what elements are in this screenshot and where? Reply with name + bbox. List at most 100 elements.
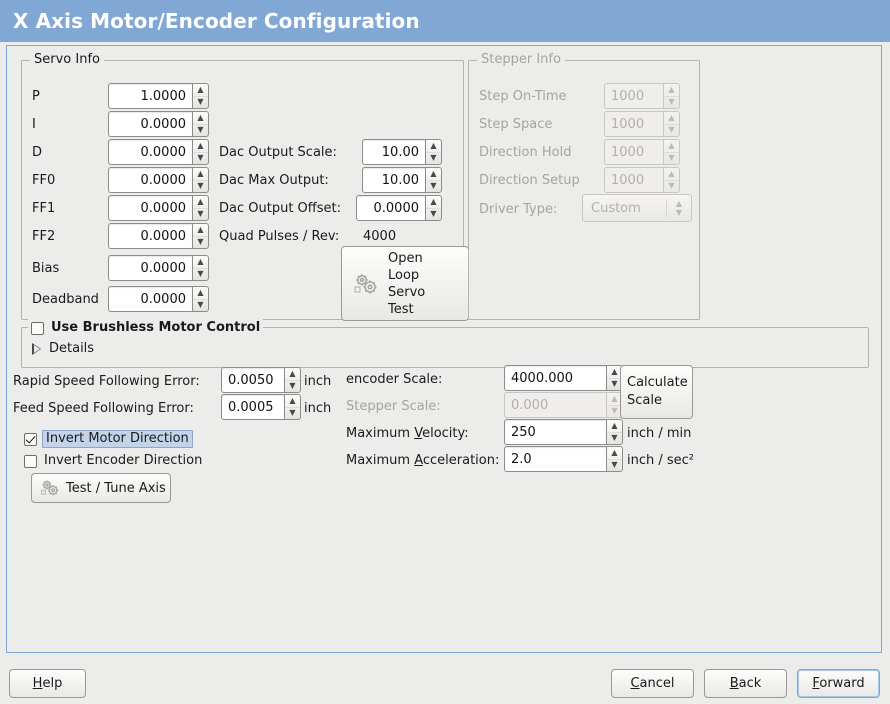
- servo-i-stepper[interactable]: ▲▼: [192, 111, 209, 137]
- spin-down-icon: ▼: [664, 123, 679, 137]
- spin-down-icon[interactable]: ▼: [426, 151, 441, 165]
- spin-down-icon[interactable]: ▼: [607, 458, 622, 472]
- encoder-scale-spinbutton[interactable]: 4000.000 ▲▼: [504, 365, 623, 391]
- dac-max-output-entry[interactable]: 10.00: [362, 167, 425, 193]
- servo-bias-entry[interactable]: 0.0000: [108, 255, 192, 281]
- servo-p-entry[interactable]: 1.0000: [108, 83, 192, 109]
- cancel-button[interactable]: Cancel: [611, 669, 694, 698]
- dac-output-scale-entry[interactable]: 10.00: [362, 139, 425, 165]
- servo-deadband-entry[interactable]: 0.0000: [108, 286, 192, 312]
- feed-speed-following-error-spinbutton[interactable]: 0.0005 ▲▼: [221, 394, 301, 420]
- feed-speed-stepper[interactable]: ▲▼: [284, 394, 301, 420]
- dac-max-output-spinbutton[interactable]: 10.00 ▲▼: [362, 167, 442, 193]
- gears-icon: [39, 478, 61, 498]
- spin-down-icon[interactable]: ▼: [193, 207, 208, 221]
- spin-up-icon[interactable]: ▲: [197, 168, 204, 178]
- open-loop-servo-test-button[interactable]: Open Loop Servo Test: [341, 246, 469, 321]
- spin-down-icon[interactable]: ▼: [193, 298, 208, 312]
- servo-ff2-stepper[interactable]: ▲▼: [192, 223, 209, 249]
- stepper-scale-stepper: ▲▼: [606, 392, 623, 418]
- invert-motor-direction-checkbox[interactable]: Invert Motor Direction: [24, 430, 193, 448]
- rapid-speed-following-error-entry[interactable]: 0.0050: [221, 367, 284, 393]
- spin-down-icon[interactable]: ▼: [193, 95, 208, 109]
- maximum-acceleration-stepper[interactable]: ▲▼: [606, 446, 623, 472]
- forward-button[interactable]: Forward: [797, 669, 880, 698]
- spin-up-icon[interactable]: ▲: [197, 112, 204, 122]
- spin-up-icon[interactable]: ▲: [611, 366, 618, 376]
- servo-d-entry[interactable]: 0.0000: [108, 139, 192, 165]
- spin-down-icon[interactable]: ▼: [193, 151, 208, 165]
- servo-p-stepper[interactable]: ▲▼: [192, 83, 209, 109]
- servo-d-stepper[interactable]: ▲▼: [192, 139, 209, 165]
- spin-up-icon[interactable]: ▲: [197, 196, 204, 206]
- servo-ff1-spinbutton[interactable]: 0.0000 ▲▼: [108, 195, 209, 221]
- spin-down-icon[interactable]: ▼: [426, 207, 441, 221]
- spin-down-icon[interactable]: ▼: [285, 406, 300, 420]
- spin-up-icon[interactable]: ▲: [197, 140, 204, 150]
- spin-down-icon[interactable]: ▼: [193, 179, 208, 193]
- spin-down-icon[interactable]: ▼: [193, 235, 208, 249]
- spin-up-icon[interactable]: ▲: [430, 196, 437, 206]
- spin-up-icon[interactable]: ▲: [430, 168, 437, 178]
- servo-p-spinbutton[interactable]: 1.0000 ▲▼: [108, 83, 209, 109]
- test-tune-axis-button[interactable]: Test / Tune Axis: [31, 473, 171, 503]
- help-button[interactable]: Help: [9, 669, 86, 698]
- servo-ff0-stepper[interactable]: ▲▼: [192, 167, 209, 193]
- use-brushless-motor-control-checkbox[interactable]: Use Brushless Motor Control: [31, 319, 260, 337]
- use-brushless-motor-control-label: Use Brushless Motor Control: [51, 320, 261, 335]
- maximum-velocity-entry[interactable]: 250: [504, 419, 606, 445]
- spin-up-icon[interactable]: ▲: [197, 84, 204, 94]
- encoder-scale-stepper[interactable]: ▲▼: [606, 365, 623, 391]
- spin-down-icon[interactable]: ▼: [607, 431, 622, 445]
- chevron-right-icon[interactable]: [32, 342, 41, 355]
- invert-encoder-direction-checkbox[interactable]: Invert Encoder Direction: [24, 452, 202, 470]
- rapid-speed-following-error-spinbutton[interactable]: 0.0050 ▲▼: [221, 367, 301, 393]
- spin-down-icon[interactable]: ▼: [426, 179, 441, 193]
- dac-max-output-stepper[interactable]: ▲▼: [425, 167, 442, 193]
- stepper-scale-entry: 0.000: [504, 392, 606, 418]
- feed-speed-following-error-entry[interactable]: 0.0005: [221, 394, 284, 420]
- spin-down-icon[interactable]: ▼: [193, 267, 208, 281]
- spin-down-icon[interactable]: ▼: [193, 123, 208, 137]
- servo-ff0-spinbutton[interactable]: 0.0000 ▲▼: [108, 167, 209, 193]
- spin-down-icon[interactable]: ▼: [285, 379, 300, 393]
- spin-up-icon[interactable]: ▲: [611, 420, 618, 430]
- servo-i-spinbutton[interactable]: 0.0000 ▲▼: [108, 111, 209, 137]
- details-expander[interactable]: Details: [32, 341, 94, 356]
- servo-ff2-entry[interactable]: 0.0000: [108, 223, 192, 249]
- rapid-speed-stepper[interactable]: ▲▼: [284, 367, 301, 393]
- calculate-scale-button[interactable]: Calculate Scale: [620, 365, 693, 419]
- spin-up-icon[interactable]: ▲: [197, 256, 204, 266]
- dac-output-offset-stepper[interactable]: ▲▼: [425, 195, 442, 221]
- back-button[interactable]: Back: [704, 669, 787, 698]
- dac-output-scale-spinbutton[interactable]: 10.00 ▲▼: [362, 139, 442, 165]
- servo-ff0-entry[interactable]: 0.0000: [108, 167, 192, 193]
- maximum-velocity-stepper[interactable]: ▲▼: [606, 419, 623, 445]
- spin-up-icon[interactable]: ▲: [289, 368, 296, 378]
- spin-up-icon[interactable]: ▲: [197, 287, 204, 297]
- spin-up-icon[interactable]: ▲: [197, 224, 204, 234]
- servo-ff1-stepper[interactable]: ▲▼: [192, 195, 209, 221]
- spin-up-icon[interactable]: ▲: [430, 140, 437, 150]
- dac-output-scale-stepper[interactable]: ▲▼: [425, 139, 442, 165]
- spin-down-icon[interactable]: ▼: [607, 377, 622, 391]
- checkbox-box-icon[interactable]: [24, 432, 37, 446]
- maximum-velocity-spinbutton[interactable]: 250 ▲▼: [504, 419, 623, 445]
- servo-i-entry[interactable]: 0.0000: [108, 111, 192, 137]
- dac-output-offset-spinbutton[interactable]: 0.0000 ▲▼: [356, 195, 442, 221]
- encoder-scale-entry[interactable]: 4000.000: [504, 365, 606, 391]
- maximum-acceleration-entry[interactable]: 2.0: [504, 446, 606, 472]
- servo-ff1-entry[interactable]: 0.0000: [108, 195, 192, 221]
- spin-up-icon[interactable]: ▲: [611, 447, 618, 457]
- servo-deadband-spinbutton[interactable]: 0.0000 ▲▼: [108, 286, 209, 312]
- spin-up-icon[interactable]: ▲: [289, 395, 296, 405]
- servo-bias-spinbutton[interactable]: 0.0000 ▲▼: [108, 255, 209, 281]
- servo-ff2-spinbutton[interactable]: 0.0000 ▲▼: [108, 223, 209, 249]
- servo-bias-stepper[interactable]: ▲▼: [192, 255, 209, 281]
- servo-deadband-stepper[interactable]: ▲▼: [192, 286, 209, 312]
- checkbox-box-icon[interactable]: [31, 321, 44, 335]
- servo-d-spinbutton[interactable]: 0.0000 ▲▼: [108, 139, 209, 165]
- maximum-acceleration-spinbutton[interactable]: 2.0 ▲▼: [504, 446, 623, 472]
- checkbox-box-icon[interactable]: [24, 454, 37, 468]
- dac-output-offset-entry[interactable]: 0.0000: [356, 195, 425, 221]
